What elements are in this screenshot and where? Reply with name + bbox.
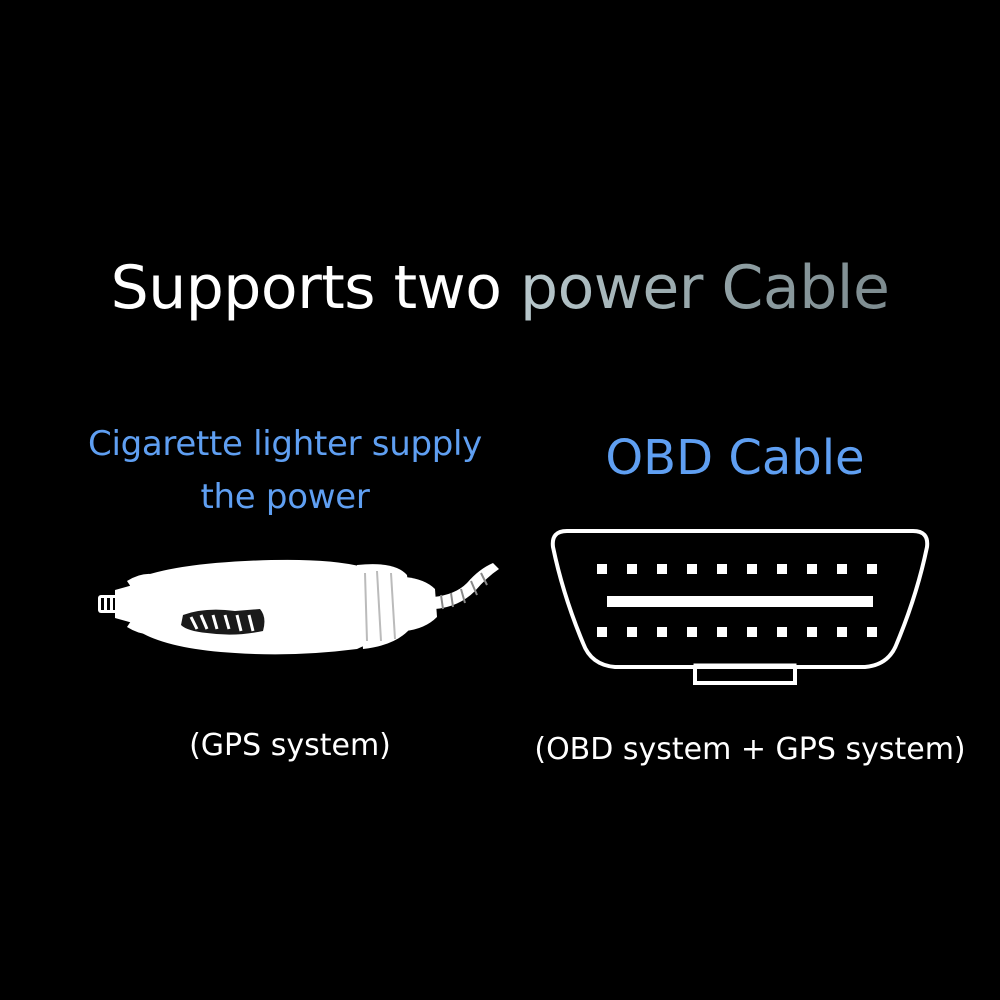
obd-gps-system-note: (OBD system + GPS system) [534, 732, 966, 767]
cigarette-lighter-caption-line1: Cigarette lighter supply [88, 424, 482, 464]
cigarette-lighter-caption-line2: the power [200, 477, 370, 517]
headline-part2: power Cable [520, 253, 890, 323]
obd-cable-caption: OBD Cable [605, 430, 865, 486]
obd-connector-icon [550, 529, 930, 685]
car-cigarette-lighter-plug-icon [98, 559, 499, 655]
headline: Supports two power Cable [0, 248, 1000, 328]
headline-part1: Supports two [110, 253, 521, 323]
cigarette-lighter-caption: Cigarette lighter supply the power [30, 418, 540, 524]
gps-system-note: (GPS system) [189, 728, 391, 763]
